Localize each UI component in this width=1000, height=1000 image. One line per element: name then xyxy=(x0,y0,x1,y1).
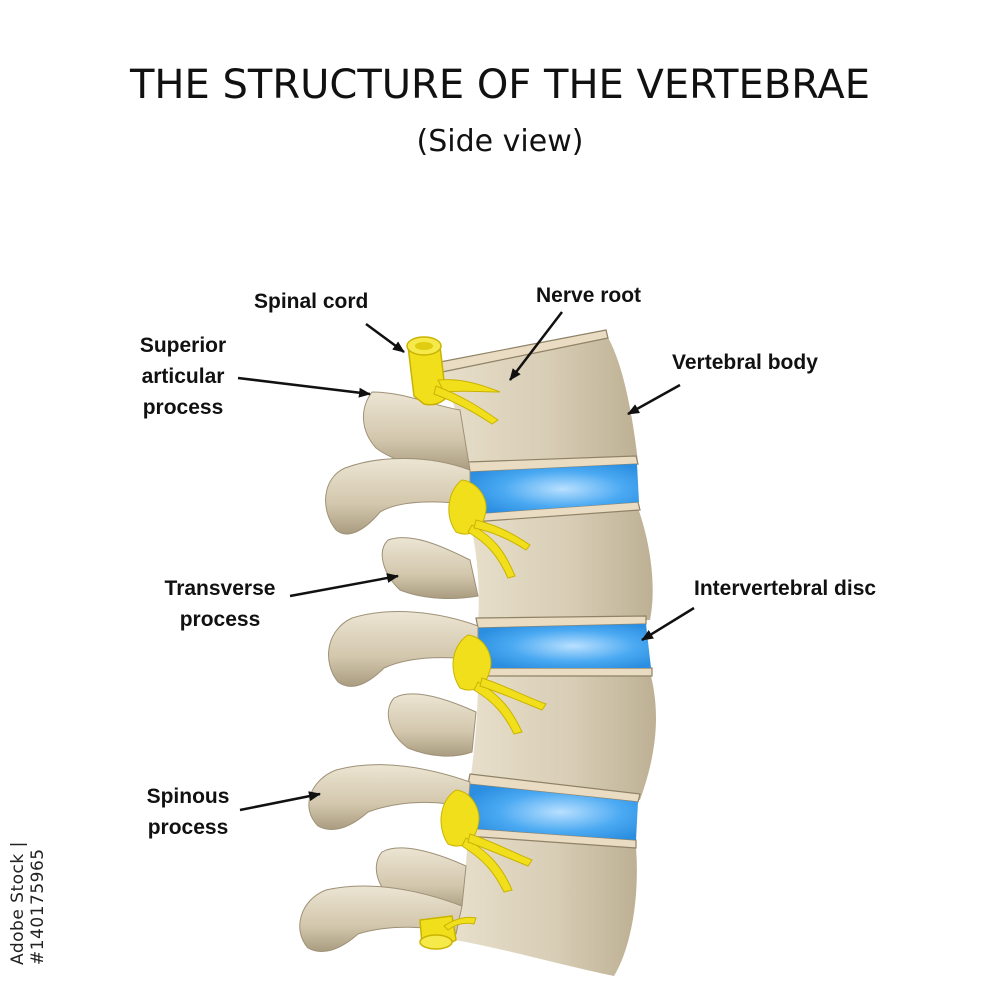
nerve-root-5 xyxy=(443,916,477,931)
spinous-process-1 xyxy=(325,458,471,535)
stock-watermark: Adobe Stock | #140175965 xyxy=(8,841,48,965)
vertebral-body-3 xyxy=(470,672,656,800)
nerve-root-1 xyxy=(437,379,501,393)
vertebral-body-column xyxy=(440,334,656,976)
label-transverse-process: Transverse process xyxy=(164,577,276,631)
nerve-root-1b xyxy=(433,385,499,425)
disc-3 xyxy=(466,784,638,840)
spinous-process-3 xyxy=(308,764,471,830)
label-vertebral-body: Vertebral body xyxy=(672,351,818,374)
label-spinous-process: Spinous process xyxy=(146,785,230,839)
nerve-root-4 xyxy=(461,837,513,893)
arrow-spinous-process xyxy=(239,791,321,812)
arrow-vertebral-body xyxy=(627,383,681,416)
diagram-title: THE STRUCTURE OF THE VERTEBRAE xyxy=(130,62,870,108)
label-nerve-root: Nerve root xyxy=(536,284,642,307)
arrow-intervertebral-disc xyxy=(641,606,695,642)
label-spinal-cord: Spinal cord xyxy=(254,290,369,313)
arrow-nerve-root xyxy=(509,311,563,381)
nerve-root-3 xyxy=(473,681,523,735)
spinal-cord-bottom-end xyxy=(419,934,453,950)
arrow-superior-articular-process xyxy=(237,376,371,398)
diagram-subtitle: (Side view) xyxy=(416,124,584,159)
nerve-root-2b xyxy=(473,519,531,551)
posterior-processes xyxy=(299,391,479,952)
vertebral-body-2 xyxy=(470,508,653,626)
label-superior-articular-process: Superior articular process xyxy=(139,334,227,419)
spinal-cord-and-nerves xyxy=(406,336,547,950)
articular-process-3 xyxy=(387,693,477,757)
arrow-transverse-process xyxy=(289,573,399,598)
nerve-root-4b xyxy=(467,833,533,867)
spinal-cord-canal xyxy=(415,342,433,350)
transverse-process-shape xyxy=(381,537,479,599)
spinous-process-4 xyxy=(299,885,463,952)
label-intervertebral-disc: Intervertebral disc xyxy=(694,577,877,600)
nerve-root-3b xyxy=(479,677,547,711)
disc-2 xyxy=(478,624,651,668)
vertebral-body-1 xyxy=(440,334,638,470)
pointer-arrows xyxy=(237,311,695,812)
spinous-process-2 xyxy=(328,611,479,687)
intervertebral-discs xyxy=(466,464,651,840)
vertebral-endplates xyxy=(439,329,653,849)
disc-1 xyxy=(470,464,639,514)
nerve-root-2 xyxy=(467,524,516,579)
arrow-spinal-cord xyxy=(365,322,405,354)
